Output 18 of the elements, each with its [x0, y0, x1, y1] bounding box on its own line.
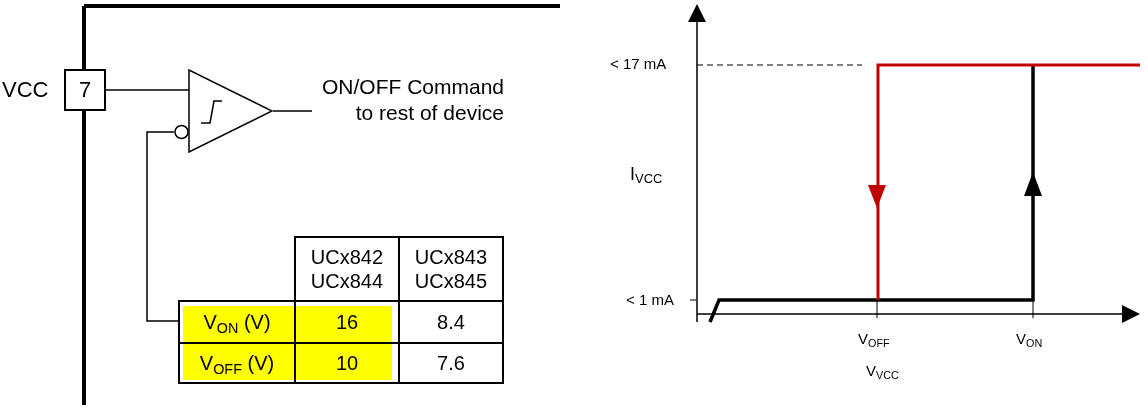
output-label: ON/OFF Command to rest of device [312, 74, 504, 130]
wire [146, 131, 179, 322]
wire [272, 110, 313, 112]
axis-label: < 17 mA [610, 55, 667, 72]
table-cell: 7.6 [398, 342, 504, 384]
table-cell: V$_{ON}$ (V) [178, 300, 296, 344]
pin-name: VCC [2, 77, 49, 103]
wire [105, 89, 190, 91]
table-cell: UCx842 UCx844 [294, 236, 400, 302]
axis-label: V$_{OFF}$ [858, 330, 890, 347]
axis-label: I$_{VCC}$ [630, 164, 663, 185]
axis-label: V$_{VCC}$ [866, 362, 899, 379]
table-cell: UCx843 UCx845 [398, 236, 504, 302]
axis-label: V$_{ON}$ [1016, 330, 1043, 347]
comparator-symbol [174, 69, 273, 153]
pin-box: 7 [64, 69, 106, 111]
table-cell: V$_{OFF}$ (V) [178, 342, 296, 384]
axis-label: < 1 mA [626, 291, 674, 308]
